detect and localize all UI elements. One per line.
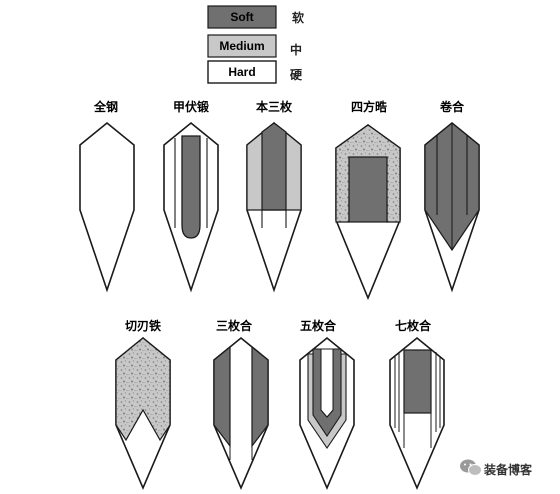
blade-label-wariha: 切刃铁 — [125, 318, 161, 333]
legend: Soft 软 Medium 中 Hard 硬 — [207, 5, 304, 84]
wechat-icon — [460, 459, 482, 476]
legend-item-soft: Soft 软 — [207, 5, 304, 29]
watermark: 装备博客 — [460, 459, 533, 477]
legend-label-medium: Medium — [219, 39, 264, 53]
blade-wariha — [115, 336, 171, 491]
blade-shihozume — [335, 124, 401, 301]
blade-label-shihozume: 四方晧 — [351, 99, 387, 114]
blade-gomai — [299, 336, 355, 491]
watermark-text: 装备博客 — [483, 462, 533, 477]
blade-label-maru: 全钢 — [93, 99, 118, 114]
legend-label-hard: Hard — [228, 65, 255, 79]
legend-swatch-medium — [207, 34, 277, 58]
legend-cn-soft: 软 — [292, 10, 304, 25]
blade-label-honsanmai: 本三枚 — [256, 99, 293, 114]
legend-cn-hard: 硬 — [290, 68, 303, 82]
legend-item-medium: Medium 中 — [207, 34, 302, 58]
blade-sanmai — [213, 336, 269, 491]
blade-label-nanamai: 七枚合 — [395, 318, 432, 333]
legend-swatch-hard — [207, 60, 277, 84]
blade-label-sanmai: 三枚合 — [216, 318, 253, 333]
blade-honsanmai — [246, 121, 302, 293]
blade-kobuse — [163, 121, 219, 293]
blade-makuri — [424, 121, 480, 293]
blade-label-makuri: 卷合 — [439, 99, 465, 114]
blade-label-kobuse: 甲伏锻 — [173, 99, 209, 114]
legend-label-soft: Soft — [230, 10, 253, 24]
blade-nanamai — [389, 336, 445, 491]
blade-label-gomai: 五枚合 — [300, 318, 337, 333]
blade-maru — [79, 121, 135, 293]
legend-cn-medium: 中 — [290, 42, 302, 57]
legend-item-hard: Hard 硬 — [207, 60, 303, 84]
legend-swatch-soft — [207, 5, 277, 29]
